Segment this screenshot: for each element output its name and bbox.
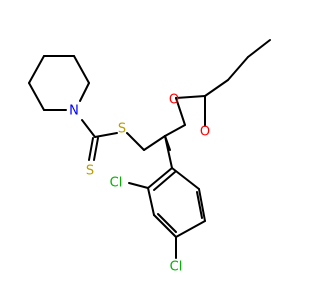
sulfur-thione-label: S <box>86 164 94 179</box>
dithiocarbamate-group <box>81 119 145 161</box>
bond <box>227 56 249 81</box>
bond <box>164 124 186 137</box>
bond <box>196 191 203 219</box>
bond <box>88 137 94 161</box>
bond <box>93 137 99 161</box>
bond <box>198 188 206 222</box>
piperidine-ring <box>28 55 90 111</box>
molecule-structure: N S S O O Cl Cl <box>28 39 271 275</box>
dichlorophenyl-ring <box>128 135 206 259</box>
bond <box>175 97 186 126</box>
bond <box>28 55 45 84</box>
bond <box>128 182 149 189</box>
bond <box>143 135 166 151</box>
sulfur-thioester-label: S <box>118 122 126 137</box>
nitrogen-label: N <box>69 104 79 119</box>
bond <box>94 132 118 138</box>
bond <box>171 167 200 190</box>
bond <box>175 220 206 238</box>
bond <box>204 79 229 97</box>
chlorine-ortho-label: Cl <box>110 176 123 191</box>
bond <box>81 119 96 138</box>
bond <box>147 167 173 189</box>
bond <box>153 214 177 238</box>
chlorine-para-label: Cl <box>170 260 183 275</box>
bond <box>164 135 173 169</box>
bond <box>73 55 90 84</box>
dioxolane-ring <box>143 95 206 151</box>
bond <box>28 82 45 111</box>
oxygen-upper-label: O <box>169 93 179 108</box>
bond <box>79 82 90 102</box>
bond <box>175 95 206 99</box>
bond <box>147 187 155 216</box>
bond <box>126 132 145 151</box>
structure-canvas: N S S O O Cl Cl <box>28 39 271 275</box>
bond <box>153 171 176 191</box>
oxygen-lower-label: O <box>200 125 210 140</box>
bond <box>157 213 177 233</box>
propyl-chain <box>204 39 271 97</box>
bond <box>247 39 271 58</box>
